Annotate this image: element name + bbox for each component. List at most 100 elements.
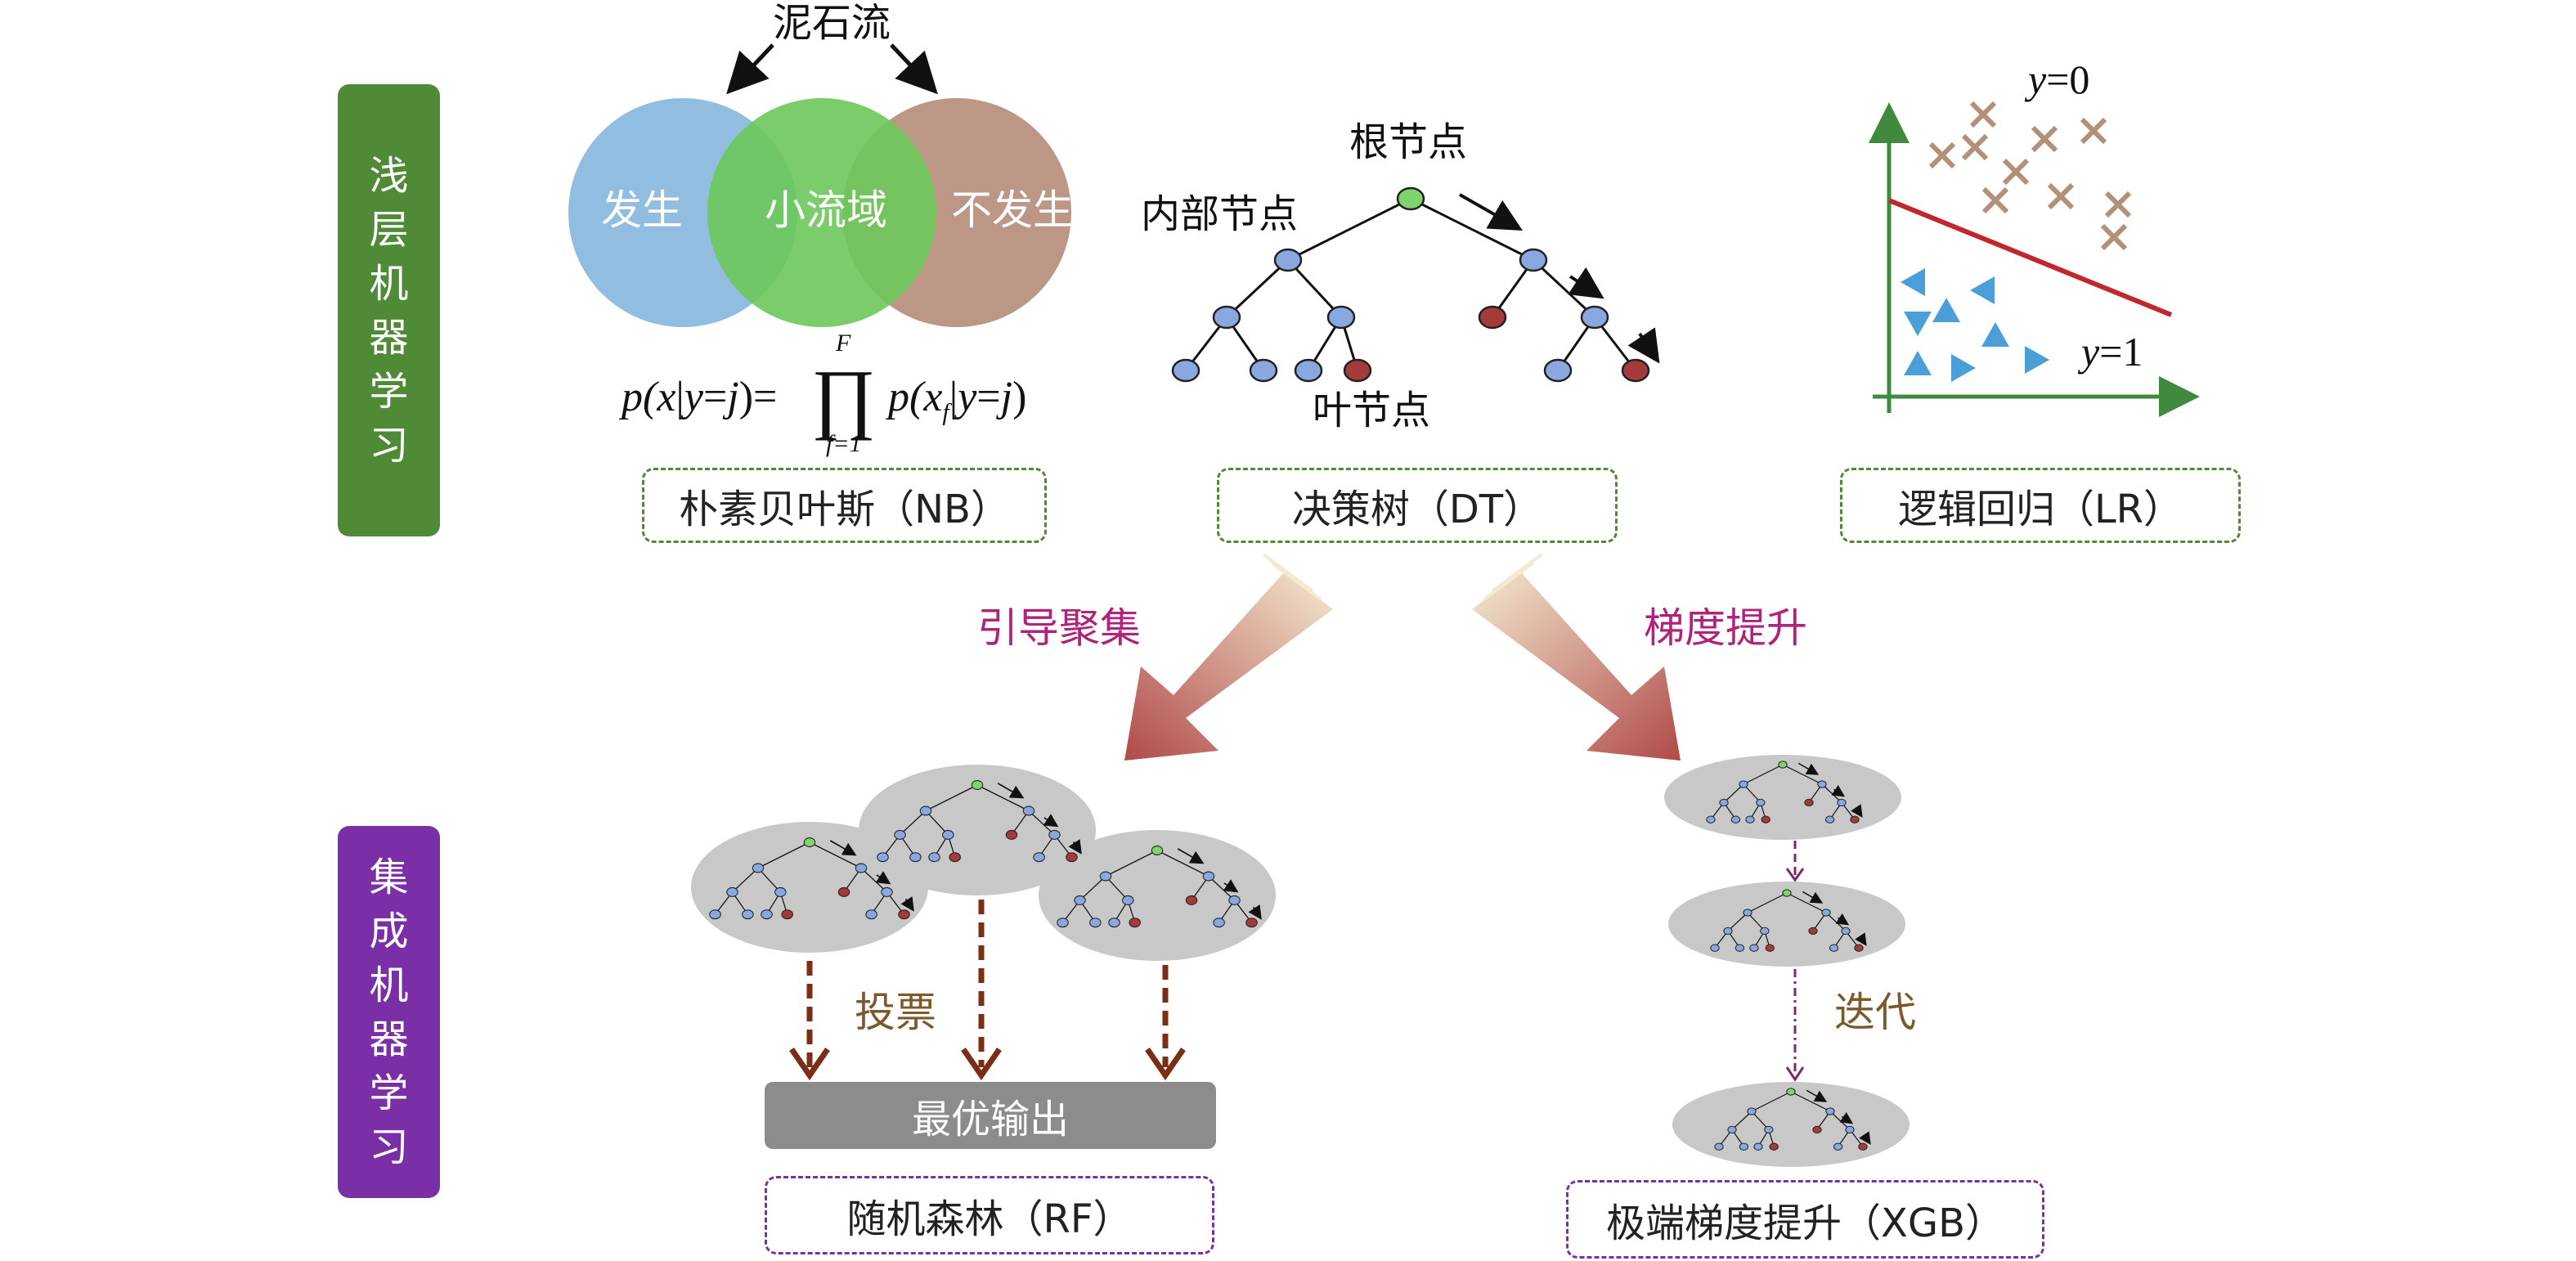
internal-node xyxy=(881,886,893,897)
lr-y1-label: y=1 xyxy=(2081,329,2143,375)
internal-node xyxy=(877,852,889,863)
internal-node xyxy=(1294,358,1323,383)
leaf-node xyxy=(1066,852,1078,863)
root-node xyxy=(971,780,984,790)
leaf-node xyxy=(1804,798,1814,807)
internal-node xyxy=(1580,305,1609,330)
internal-node xyxy=(1753,1142,1763,1151)
cross-point xyxy=(2047,182,2075,210)
internal-node xyxy=(1829,944,1839,952)
leaf-node xyxy=(1005,829,1018,840)
leaf-node xyxy=(1185,895,1198,905)
internal-node xyxy=(1817,780,1827,788)
nb-formula: p(x|y=j)= ∏ F f=1 p(xf|y=j) xyxy=(622,330,1027,457)
internal-node xyxy=(752,863,765,873)
internal-node xyxy=(1739,1142,1749,1151)
internal-node xyxy=(1735,944,1745,952)
xgb-trees xyxy=(1664,755,1910,1167)
rf-mini-tree-2 xyxy=(877,780,1082,863)
root-node xyxy=(1786,1088,1796,1096)
triangle-point xyxy=(1951,354,1976,382)
internal-node xyxy=(761,909,773,920)
arrow-to-not-occur xyxy=(890,43,938,95)
xgb-tree-1 xyxy=(1664,755,1901,840)
leaf-node xyxy=(1808,927,1818,936)
rf-tree-2 xyxy=(859,765,1096,895)
root-node xyxy=(1151,846,1164,855)
cross-point xyxy=(2031,125,2058,153)
internal-node xyxy=(774,886,787,897)
lr-y0-label: y=0 xyxy=(2028,56,2090,102)
internal-node xyxy=(1710,944,1720,952)
internal-node xyxy=(742,909,754,920)
internal-node xyxy=(855,863,868,873)
internal-node xyxy=(1745,815,1755,823)
triangle-point xyxy=(1904,312,1932,336)
boosting-label: 梯度提升 xyxy=(1644,604,1807,652)
xgb-tree-3 xyxy=(1672,1082,1910,1167)
main-decision-tree xyxy=(1171,186,1660,383)
internal-node xyxy=(1821,909,1831,917)
lr-class-1-points xyxy=(1901,268,2049,382)
internal-node xyxy=(1099,871,1112,882)
category-char: 习 xyxy=(369,1124,409,1170)
leaf-node xyxy=(1761,815,1770,823)
internal-node xyxy=(894,829,906,840)
cross-point xyxy=(1969,101,1997,128)
lr-plot xyxy=(1869,101,2200,417)
leaf-node xyxy=(1854,944,1864,952)
category-char: 机 xyxy=(369,962,409,1008)
category-char: 浅 xyxy=(369,152,409,199)
internal-node-label: 内部节点 xyxy=(1141,191,1299,237)
leaf-node xyxy=(1343,358,1372,383)
leaf-node xyxy=(1129,918,1141,928)
cross-point xyxy=(1961,133,1989,161)
circle-label-occur: 发生 xyxy=(601,186,683,234)
category-char: 机 xyxy=(369,260,409,307)
vote-label: 投票 xyxy=(855,989,936,1036)
category-char: 学 xyxy=(369,1070,409,1116)
boosting-arrow xyxy=(1472,553,1681,761)
cross-point xyxy=(1928,141,1956,169)
leaf-node xyxy=(1812,1125,1822,1134)
internal-node xyxy=(919,806,932,816)
triangle-point xyxy=(1981,322,2009,347)
internal-node xyxy=(1825,1107,1835,1115)
internal-node xyxy=(1326,305,1356,330)
internal-node xyxy=(1756,798,1766,807)
leaf-node xyxy=(1245,918,1258,928)
leaf-node xyxy=(1478,305,1507,330)
xgb-model-box: 极端梯度提升（XGB） xyxy=(1566,1180,2044,1259)
internal-node xyxy=(1739,780,1748,788)
category-char: 习 xyxy=(369,422,409,469)
bagging-label: 引导聚集 xyxy=(977,604,1141,652)
internal-node xyxy=(1519,248,1548,272)
internal-node xyxy=(1743,909,1752,917)
internal-node xyxy=(1719,798,1729,807)
circle-label-watershed: 小流域 xyxy=(765,186,887,234)
internal-node xyxy=(1108,918,1120,928)
product-symbol: ∏ xyxy=(811,353,877,441)
internal-node xyxy=(1727,1125,1737,1134)
internal-node xyxy=(1089,918,1102,928)
internal-node xyxy=(865,909,877,920)
lr-boundary-line xyxy=(1887,198,2173,317)
internal-node xyxy=(1845,1125,1855,1134)
debris-flow-label: 泥石流 xyxy=(773,0,891,46)
rf-mini-tree-3 xyxy=(1057,846,1262,928)
leaf-node xyxy=(1621,358,1650,383)
internal-node xyxy=(1714,1142,1724,1151)
lr-model-box: 逻辑回归（LR） xyxy=(1840,468,2241,543)
internal-node xyxy=(1273,248,1303,272)
internal-node xyxy=(1212,305,1241,330)
cross-point xyxy=(1981,186,2009,214)
triangle-point xyxy=(1932,298,1960,322)
internal-node xyxy=(726,886,738,897)
internal-node xyxy=(1760,927,1770,936)
category-char: 集 xyxy=(369,854,409,900)
rf-mini-tree-1 xyxy=(709,837,914,920)
rf-tree-3 xyxy=(1039,830,1276,961)
internal-node xyxy=(1723,927,1733,936)
rf-trees xyxy=(691,765,1276,1081)
category-char: 成 xyxy=(369,908,409,954)
